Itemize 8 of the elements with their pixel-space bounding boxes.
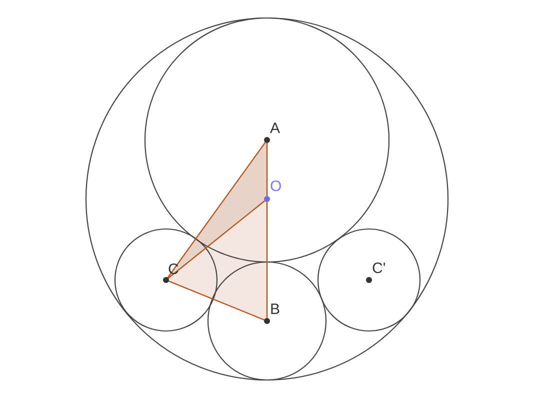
point-label: B bbox=[270, 302, 280, 317]
point-label: A bbox=[270, 121, 280, 136]
point-label: C' bbox=[372, 261, 386, 276]
line-segment bbox=[168, 200, 266, 279]
line-segment bbox=[266, 142, 268, 196]
line-segment bbox=[266, 202, 268, 318]
point-label: O bbox=[270, 179, 282, 194]
line-segment bbox=[168, 280, 265, 320]
